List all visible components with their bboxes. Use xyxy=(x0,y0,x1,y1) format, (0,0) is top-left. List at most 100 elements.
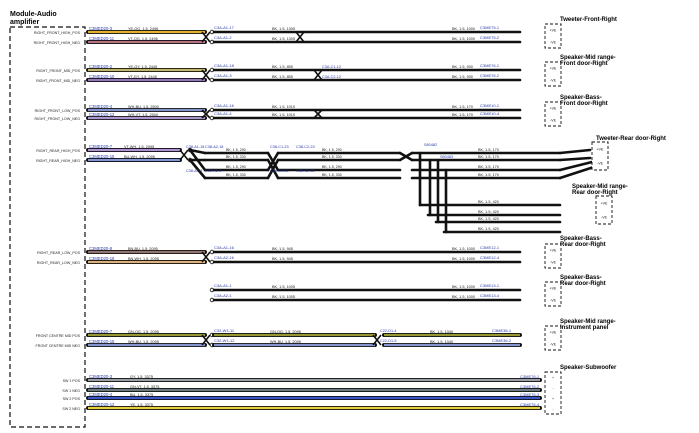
splice-label: C3A-A1-16 xyxy=(214,103,235,108)
speaker-title: Speaker-Bass- xyxy=(560,95,602,101)
wire-label: BK, 1.5, 1340 xyxy=(430,340,453,344)
wire-label: BK, 1.5, 1005 xyxy=(272,295,295,299)
speaker-pin-label: -VE xyxy=(550,41,557,45)
module-box xyxy=(9,26,86,428)
speaker-box xyxy=(544,281,562,307)
wire-label: BK, 1.5, 855 xyxy=(272,65,293,69)
splice-label: C3A-A1-3 xyxy=(214,73,232,78)
speaker-connector-label: C3ME76-2 xyxy=(480,73,500,78)
module-pin-label: SW 2 NEG xyxy=(62,407,80,411)
speaker-title: Tweeter-Front-Right xyxy=(560,17,617,23)
speaker-box xyxy=(544,101,562,127)
wire-label: BN-BU, 1.5, 2095 xyxy=(128,247,158,251)
speaker-title: Speaker-Bass- xyxy=(560,275,602,281)
wire-label: BK, 1.5, 330 xyxy=(226,173,246,177)
splice-label: C32-W1-12 xyxy=(214,338,235,343)
speaker-pin-label: -VE xyxy=(550,299,557,303)
speaker-connector-label: C3ME10-4 xyxy=(480,111,500,116)
wire-label: BK, 1.5, 1000 xyxy=(452,285,475,289)
splice-label: C32-W1-11 xyxy=(214,328,235,333)
splice-label: C3A-A1-18 xyxy=(214,63,235,68)
speaker-connector-label: C3ME76-1 xyxy=(520,374,540,379)
twist-marker xyxy=(179,149,189,161)
module-connector-label: C3MED20-11 xyxy=(89,36,115,41)
wire-label: GN-OG, 1.5, 2095 xyxy=(270,330,301,334)
wire-label: BK, 1.5, 290 xyxy=(322,165,342,169)
module-pin-label: RIGHT_FRONT_MID_NEG xyxy=(36,79,80,83)
wire-label: BK, 1.5, 290 xyxy=(226,148,246,152)
speaker-pin-label: +VE xyxy=(550,107,557,111)
twist-marker xyxy=(201,251,211,263)
twist-line xyxy=(372,334,382,346)
wire-label: BK, 1.5, 330 xyxy=(322,173,342,177)
black-wire xyxy=(558,148,592,155)
wire-label: BU-WH, 1.5, 2095 xyxy=(124,155,155,159)
twist-line xyxy=(313,69,323,81)
twist-line xyxy=(201,109,211,119)
module-pin-label: RIGHT_REAR_LOW_POS xyxy=(37,251,81,255)
black-wire xyxy=(188,148,207,155)
rear-connector-label: C38-A1-3 xyxy=(186,169,202,173)
speaker-pin-label: +VE xyxy=(597,148,604,152)
wire-label: BK, 1.5, 1010 xyxy=(272,113,295,117)
speaker-title: Speaker-Mid range- xyxy=(572,184,628,190)
speaker-title: Speaker-Mid range- xyxy=(560,55,616,61)
speaker-pin-label: - xyxy=(552,407,554,411)
black-wire xyxy=(266,158,280,180)
wire-label: BK, 1.5, 945 xyxy=(272,257,293,261)
wire-label: BK, 1.5, 1005 xyxy=(272,285,295,289)
twist-marker xyxy=(295,31,305,43)
wire-label: BK, 1.5, 1000 xyxy=(452,247,475,251)
speaker-pin-label: +VE xyxy=(550,67,557,71)
speakers-layer xyxy=(544,23,613,415)
speaker-connector-label: C3ME76-2 xyxy=(520,384,540,389)
labels-layer: RIGHT_FRONT_HIGH_POSC3MED20-3RIGHT_FRONT… xyxy=(34,17,666,411)
module-connector-label: C3MED20-4 xyxy=(89,392,113,397)
wire-label: BN-WH, 1.5, 2095 xyxy=(128,257,159,261)
module-connector-label: C3MED20-8 xyxy=(89,246,113,251)
wire-label: BK, 1.5, 290 xyxy=(226,165,246,169)
splice-label: C3A-A1-1 xyxy=(214,283,232,288)
splice-label: C3A-A1-4 xyxy=(214,111,232,116)
twist-line xyxy=(201,69,211,81)
speaker-pin-label: -VE xyxy=(597,162,604,166)
wire-label: WH-VT, 1.5, 2500 xyxy=(128,113,158,117)
module-connector-label: C3MED20-12 xyxy=(89,402,115,407)
speaker-pin-label: +VE xyxy=(550,331,557,335)
splice-label: C3A-A2-16 xyxy=(214,255,235,260)
speaker-title-line2: Rear door-Right xyxy=(560,242,606,248)
wire-label: BK, 1.5, 1305 xyxy=(272,37,295,41)
module-pin-label: RIGHT_FRONT_HIGH_POS xyxy=(34,31,81,35)
splice-label: C3A-A2-1 xyxy=(214,293,232,298)
wire-label: BK, 1.5, 420 xyxy=(478,217,499,221)
wire-label: GN-VT, 1.5, 3375 xyxy=(130,385,159,389)
wire-label: BK, 1.5, 330 xyxy=(322,155,342,159)
wire-label: BK, 1.5, 1000 xyxy=(452,295,475,299)
speaker-pin-label: -VE xyxy=(550,79,557,83)
speaker-pin-label: -VE xyxy=(550,261,557,265)
module-pin-label: SW 2 POS xyxy=(63,397,81,401)
speaker-box xyxy=(544,243,562,269)
rear-connector-label: C38-C2-22 xyxy=(296,169,315,173)
wire-label: BK, 1.5, 1000 xyxy=(452,257,475,261)
speaker-title-line2: Rear door-Right xyxy=(560,281,606,287)
wire-label: BK, 1.5, 330 xyxy=(226,155,246,159)
wire-label: BK, 1.5, 290 xyxy=(322,148,342,152)
wire-label: BK, 1.5, 420 xyxy=(478,200,499,204)
speaker-box xyxy=(544,371,562,415)
module-pin-label: RIGHT_FRONT_LOW_NEG xyxy=(34,117,80,121)
wire-label: VT-GY, 1.5, 2445 xyxy=(128,75,157,79)
speaker-box xyxy=(544,325,562,351)
wire-label: BK, 1.5, 420 xyxy=(478,210,499,214)
wire-label: BK, 1.5, 170 xyxy=(478,155,499,159)
twist-line xyxy=(201,334,211,346)
module-pin-label: RIGHT_FRONT_MID_POS xyxy=(36,69,80,73)
inline-connector-label: C3A-C2-12 xyxy=(322,75,341,79)
module-pin-label: RIGHT_REAR_HIGH_NEG xyxy=(36,159,80,163)
wire-label: BK, 1.5, 945 xyxy=(272,247,293,251)
module-pin-label: RIGHT_FRONT_LOW_POS xyxy=(35,109,81,113)
speaker-connector-label: C3ME13-4 xyxy=(480,293,500,298)
speaker-title: Speaker-Mid range- xyxy=(560,319,616,325)
module-connector-label: C3MED20-15 xyxy=(89,339,115,344)
speaker-connector-label: C3ME12-1 xyxy=(480,245,500,250)
